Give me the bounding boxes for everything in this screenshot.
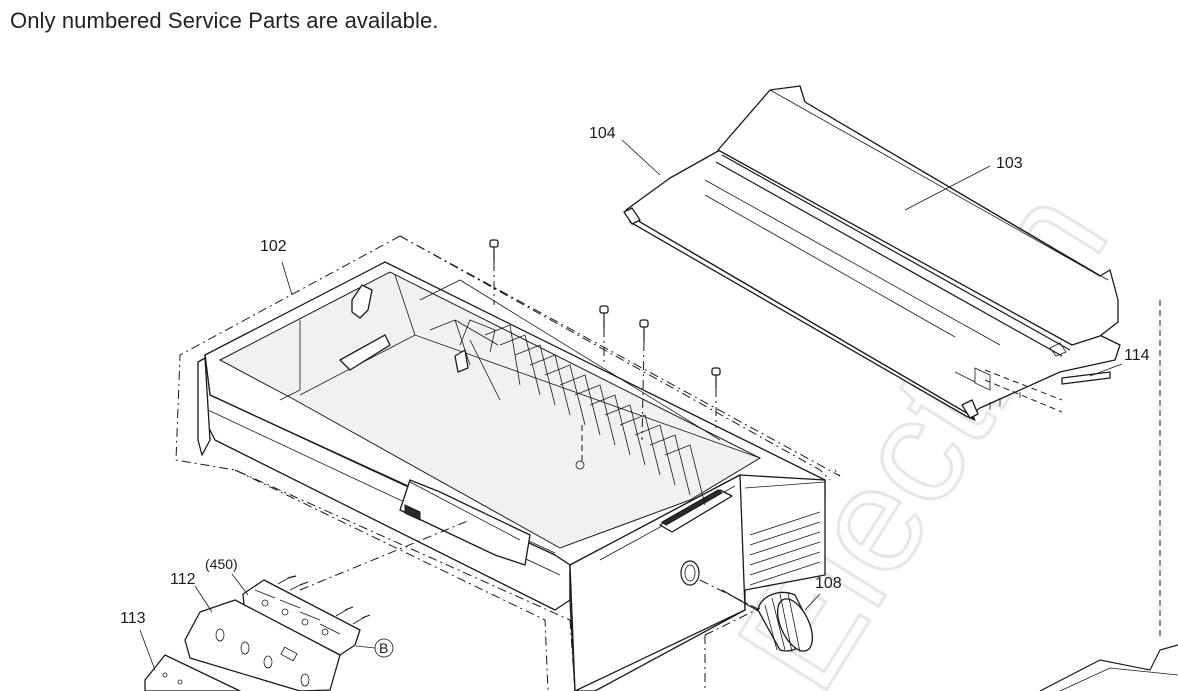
part-103-104-cover xyxy=(623,85,1121,421)
callout-108-label: 108 xyxy=(815,575,842,592)
callout-104-label: 104 xyxy=(589,125,616,142)
callout-102: 102 xyxy=(260,238,293,296)
screws xyxy=(489,239,721,462)
callout-112-label: 112 xyxy=(170,571,196,588)
screw-1 xyxy=(489,239,499,305)
callout-450-label: (450) xyxy=(205,556,238,572)
part-114-label: 114 xyxy=(984,347,1150,413)
callout-114-label: 114 xyxy=(1124,347,1150,364)
callout-103-label: 103 xyxy=(996,155,1023,172)
part-108-knob: 108 xyxy=(699,575,842,653)
guide-lines xyxy=(234,469,761,691)
screw-3 xyxy=(639,319,649,441)
part-102-upper-housing xyxy=(175,235,841,691)
lower-case-edge xyxy=(1039,300,1178,691)
callout-104: 104 xyxy=(589,125,661,176)
service-parts-note: Only numbered Service Parts are availabl… xyxy=(10,8,439,33)
part-112-panel: 112 (450) B xyxy=(170,556,394,691)
ref-b-label: B xyxy=(379,640,388,656)
screw-4 xyxy=(711,367,721,428)
callout-102-label: 102 xyxy=(260,238,287,255)
screw-2 xyxy=(599,305,609,366)
part-113-cover: 113 xyxy=(120,610,241,691)
callout-113-label: 113 xyxy=(120,610,146,627)
callout-103: 103 xyxy=(904,155,1023,211)
